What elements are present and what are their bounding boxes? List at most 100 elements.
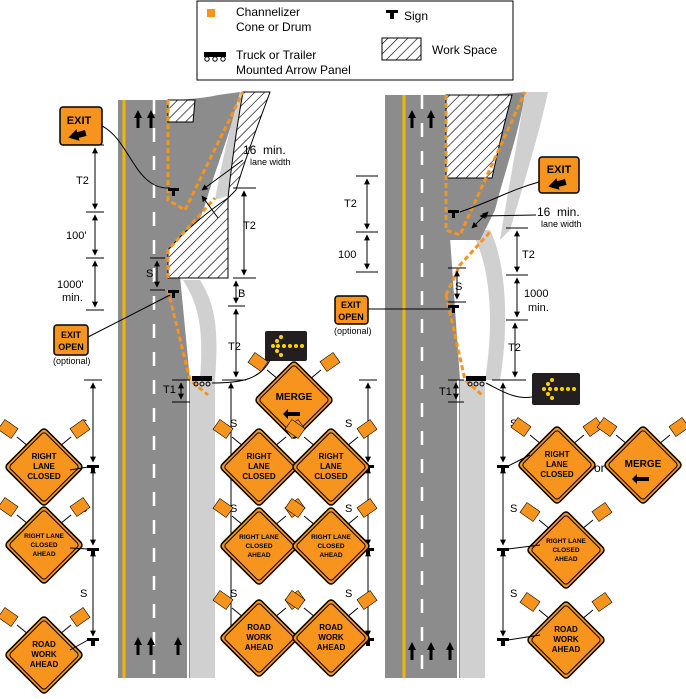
right-dim-100: 100 [338, 249, 356, 261]
left-dim-t2-top: T2 [76, 175, 89, 187]
left-work-space-ramp [227, 91, 271, 200]
svg-text:WORK: WORK [318, 633, 344, 642]
legend-channelizer-label-2: Cone or Drum [236, 20, 311, 34]
svg-text:AHEAD: AHEAD [319, 552, 342, 559]
right-exit-sign: EXIT [538, 156, 580, 194]
left-dim-s-right1: S [230, 418, 237, 430]
right-arrow-icon [68, 129, 87, 141]
svg-text:CLOSED: CLOSED [242, 472, 276, 481]
svg-text:LANE: LANE [33, 462, 55, 471]
left-optional-label: (optional) [53, 356, 91, 366]
svg-text:CLOSED: CLOSED [27, 472, 61, 481]
right-arrow-panel-sign [532, 373, 580, 405]
right-width-arrow-a [479, 212, 537, 219]
left-sign-right-lane-closed-c: RIGHT LANE CLOSED [284, 418, 378, 508]
svg-text:MERGE: MERGE [276, 392, 313, 403]
left-road-arrows-bottom [134, 637, 182, 655]
right-dim-s-small: S [455, 281, 462, 293]
left-sign-rlc-ahead-c: RIGHT LANE CLOSED AHEAD [284, 497, 378, 587]
svg-text:EXIT: EXIT [61, 330, 82, 340]
right-dim-t1: T1 [439, 386, 452, 398]
right-sign-posts [497, 465, 509, 646]
svg-text:CLOSED: CLOSED [245, 543, 272, 550]
svg-text:LANE: LANE [248, 462, 270, 471]
svg-text:EXIT: EXIT [67, 115, 92, 127]
right-exit-sign-leader [459, 181, 540, 213]
right-shoulder-lane [460, 380, 485, 678]
left-exit-sign-leader [101, 125, 171, 189]
left-diagram: EXIT EXIT OPEN (optional) 16 min. lane w… [0, 91, 378, 696]
right-diagram: EXIT EXIT OPEN (optional) 16 min. lane w… [334, 91, 686, 681]
left-s-dims [84, 379, 102, 637]
left-shoulder-lane [190, 380, 215, 678]
left-leader-1 [69, 466, 89, 471]
right-or-text: or [594, 461, 605, 475]
svg-text:CLOSED: CLOSED [314, 472, 348, 481]
left-dim-100: 100' [66, 230, 86, 242]
right-road-arrows-top [408, 110, 435, 128]
right-ramp-shoulder [500, 92, 548, 240]
right-merge-sign: MERGE [596, 416, 686, 506]
legend-arrow-panel-label-2: Mounted Arrow Panel [236, 63, 351, 77]
svg-text:LANE: LANE [320, 462, 342, 471]
right-dim-t2-lower: T2 [508, 342, 521, 354]
svg-text:WORK: WORK [246, 633, 272, 642]
left-channelizers-mid [166, 196, 217, 278]
right-dim-s3: S [510, 588, 517, 600]
svg-text:RIGHT LANE: RIGHT LANE [239, 534, 279, 541]
right-sign-road-work-ahead: ROAD WORK AHEAD [519, 591, 613, 681]
right-arrow-panel-leader [485, 382, 533, 399]
work-space-icon [381, 37, 422, 61]
right-channelizers-mid [444, 230, 492, 296]
left-dim-s-small: S [146, 268, 153, 280]
svg-text:AHEAD: AHEAD [30, 660, 59, 669]
left-dim-s-right2: S [230, 503, 237, 515]
right-dims-left [356, 175, 466, 303]
svg-text:LANE: LANE [546, 460, 568, 469]
right-arrow-icon [548, 178, 567, 190]
svg-text:CLOSED: CLOSED [317, 543, 344, 550]
left-work-space-top [167, 99, 196, 123]
left-road-arrows-top [134, 110, 155, 128]
left-road-sign-markers [168, 188, 179, 298]
left-sign-road-work-ahead-c: ROAD WORK AHEAD [284, 589, 378, 679]
svg-text:AHEAD: AHEAD [247, 552, 270, 559]
left-sign-right-lane-closed-b: RIGHT LANE CLOSED [212, 418, 306, 508]
svg-text:CLOSED: CLOSED [30, 542, 57, 549]
legend-box [196, 0, 514, 81]
left-dim-b: B [238, 288, 245, 300]
left-sign-road-work-ahead-a: ROAD WORK AHEAD [0, 606, 91, 696]
left-sign-road-work-ahead-b: ROAD WORK AHEAD [212, 589, 306, 679]
svg-text:ROAD: ROAD [319, 623, 343, 632]
right-exit-open-sign: EXIT OPEN [334, 295, 369, 325]
left-dims-left [86, 144, 165, 311]
left-dim-t2-right: T2 [243, 220, 256, 232]
left-exit-sign: EXIT [59, 106, 103, 146]
svg-text:CLOSED: CLOSED [540, 470, 574, 479]
svg-text:RIGHT: RIGHT [545, 450, 570, 459]
right-optional-label: (optional) [334, 326, 372, 336]
left-leader-2 [69, 547, 89, 550]
svg-text:RIGHT LANE: RIGHT LANE [311, 534, 351, 541]
svg-text:AHEAD: AHEAD [32, 551, 55, 558]
left-width-arrow-b [201, 195, 219, 219]
left-exit-open-sign: EXIT OPEN [53, 324, 89, 356]
legend-arrow-panel-label: Truck or Trailer [236, 48, 316, 62]
left-arrow-icon [283, 409, 300, 419]
left-width-arrow-a [201, 159, 244, 191]
right-arrow-panel-truck [466, 376, 486, 387]
right-road-arrows-bottom [408, 642, 454, 660]
svg-text:ROAD: ROAD [32, 640, 56, 649]
right-leader-3 [507, 634, 541, 641]
left-min-width-label: lane width [250, 157, 291, 167]
legend-work-space-label: Work Space [432, 43, 497, 57]
left-sign-right-lane-closed-a: RIGHT LANE CLOSED [0, 418, 91, 508]
left-min-width-value: 16 [243, 143, 257, 157]
left-dim-s3: S [80, 588, 87, 600]
right-leader-2 [507, 544, 541, 550]
legend-sign-label: Sign [404, 9, 428, 23]
channelizer-icon [207, 9, 215, 17]
right-min-width-value: 16 [537, 205, 551, 219]
right-sign-right-lane-closed: RIGHT LANE CLOSED [510, 416, 604, 506]
left-merge-sign: MERGE [247, 351, 341, 441]
